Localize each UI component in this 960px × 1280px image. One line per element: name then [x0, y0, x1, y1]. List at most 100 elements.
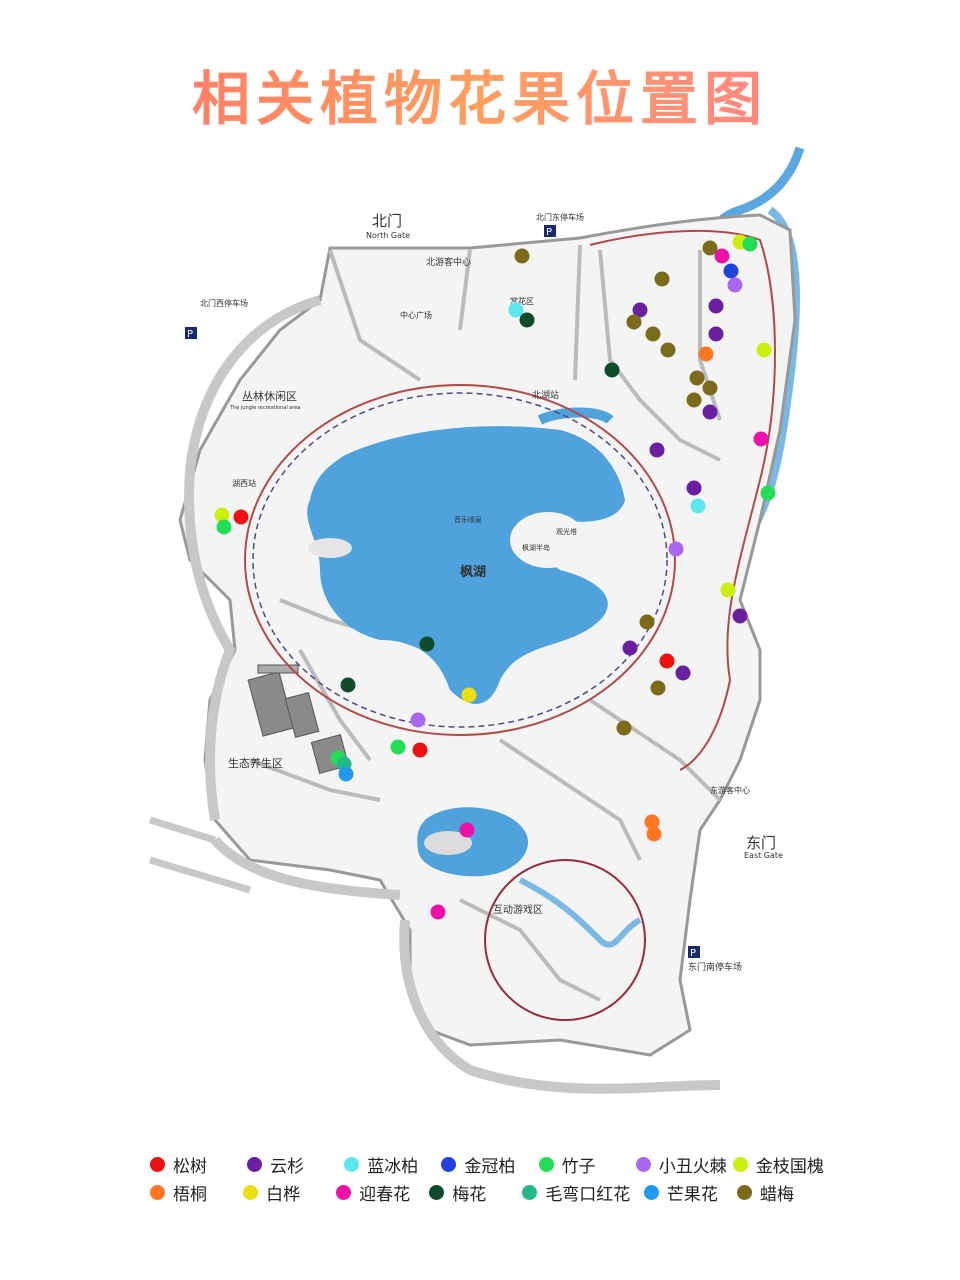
plant-marker[interactable] — [338, 766, 354, 782]
plant-marker[interactable] — [650, 680, 666, 696]
lake-loop-route — [244, 384, 676, 736]
legend-label: 金冠柏 — [464, 1156, 516, 1177]
peninsula-label: 枫湖半岛 — [522, 543, 550, 552]
plant-marker[interactable] — [708, 298, 724, 314]
legend-row: 梧桐 白桦 迎春花 梅花 毛弯口红花 芒果花 蜡梅 — [150, 1178, 830, 1206]
plant-marker[interactable] — [742, 236, 758, 252]
plant-marker[interactable] — [686, 392, 702, 408]
outer-road-south — [211, 836, 721, 1094]
lake-west-station-label: 湖西站 — [232, 478, 256, 488]
legend-swatch-firethorn — [635, 1156, 651, 1172]
plant-marker[interactable] — [702, 240, 718, 256]
plant-marker[interactable] — [756, 342, 772, 358]
north-gate-label: 北门 — [372, 212, 402, 230]
plant-marker[interactable] — [698, 346, 714, 362]
plant-marker[interactable] — [430, 904, 446, 920]
svg-text:P: P — [690, 948, 696, 959]
plant-marker[interactable] — [702, 380, 718, 396]
plant-marker[interactable] — [753, 431, 769, 447]
plant-marker[interactable] — [690, 498, 706, 514]
plant-marker[interactable] — [649, 442, 665, 458]
south-loop-route — [484, 859, 646, 1021]
legend-item: 金枝国槐 — [732, 1152, 830, 1177]
outer-road-west — [184, 295, 322, 821]
plant-marker[interactable] — [639, 614, 655, 630]
plant-marker[interactable] — [689, 370, 705, 386]
plant-marker[interactable] — [708, 326, 724, 342]
plant-marker[interactable] — [675, 665, 691, 681]
east-route — [589, 229, 776, 771]
legend-item: 金冠柏 — [441, 1152, 538, 1177]
plant-marker[interactable] — [760, 485, 776, 501]
plant-marker[interactable] — [514, 248, 530, 264]
plant-marker[interactable] — [419, 636, 435, 652]
plant-marker[interactable] — [616, 720, 632, 736]
legend-label: 梧桐 — [173, 1184, 207, 1205]
legend-item: 云杉 — [247, 1152, 344, 1177]
legend-item: 蓝冰柏 — [344, 1152, 441, 1177]
plant-marker[interactable] — [519, 312, 535, 328]
plant-marker[interactable] — [459, 822, 475, 838]
legend-item: 小丑火棘 — [635, 1152, 733, 1177]
plant-marker[interactable] — [646, 826, 662, 842]
plant-marker[interactable] — [645, 326, 661, 342]
plant-marker[interactable] — [604, 362, 620, 378]
plant-marker[interactable] — [686, 480, 702, 496]
legend-item: 梅花 — [429, 1180, 522, 1205]
plant-marker[interactable] — [632, 302, 648, 318]
legend-item: 毛弯口红花 — [522, 1180, 644, 1205]
fountain-label: 音乐喷泉 — [454, 515, 482, 524]
plant-marker[interactable] — [727, 277, 743, 293]
park-map[interactable]: P P P 北门 North Gate 东门 East Gate 北门东停车场 … — [0, 130, 960, 1130]
legend-swatch-jasmine — [336, 1184, 352, 1200]
north-gate-en-label: North Gate — [366, 231, 410, 240]
legend-swatch-golden-sophora — [732, 1156, 748, 1172]
legend-swatch-plum — [429, 1184, 445, 1200]
jungle-area-label: 丛林休闲区 — [242, 389, 297, 403]
plant-marker[interactable] — [732, 608, 748, 624]
plant-marker[interactable] — [340, 677, 356, 693]
plant-marker[interactable] — [461, 687, 477, 703]
plant-marker[interactable] — [720, 582, 736, 598]
lake-label: 枫湖 — [460, 564, 486, 580]
plant-marker[interactable] — [723, 263, 739, 279]
plant-marker[interactable] — [390, 739, 406, 755]
plant-marker[interactable] — [714, 248, 730, 264]
plant-marker[interactable] — [216, 519, 232, 535]
plant-marker[interactable] — [659, 653, 675, 669]
pond-island — [424, 831, 472, 855]
plant-marker[interactable] — [410, 712, 426, 728]
plant-marker[interactable] — [702, 404, 718, 420]
plant-marker[interactable] — [508, 302, 524, 318]
lake-fenghu — [307, 426, 625, 704]
parking-icon-east[interactable] — [688, 946, 700, 958]
plant-marker[interactable] — [233, 509, 249, 525]
legend-label: 白桦 — [266, 1184, 301, 1205]
legend-swatch-bamboo — [538, 1156, 554, 1172]
plant-marker[interactable] — [644, 814, 660, 830]
plant-marker[interactable] — [622, 640, 638, 656]
legend-swatch-pine — [150, 1156, 165, 1172]
plant-marker[interactable] — [626, 314, 642, 330]
legend-item: 迎春花 — [336, 1180, 429, 1205]
plant-marker[interactable] — [654, 271, 670, 287]
road-south-west — [148, 816, 252, 894]
plant-marker[interactable] — [668, 541, 684, 557]
legend-swatch-golden-cypress — [441, 1156, 457, 1172]
legend-label: 蓝冰柏 — [367, 1156, 419, 1177]
legend: 松树 云杉 蓝冰柏 金冠柏 竹子 小丑火棘 金枝国槐 梧桐 白桦 迎春花 梅花 … — [150, 1150, 830, 1206]
legend-label: 梅花 — [452, 1184, 487, 1205]
legend-row: 松树 云杉 蓝冰柏 金冠柏 竹子 小丑火棘 金枝国槐 — [150, 1150, 830, 1178]
north-visitor-center-label: 北游客中心 — [426, 256, 471, 268]
stream-south — [518, 877, 642, 948]
lake-inlet-ne — [537, 407, 614, 425]
lake-loop-route-inner — [252, 392, 668, 728]
legend-swatch-spruce — [247, 1156, 263, 1172]
plant-marker[interactable] — [412, 742, 428, 758]
plant-marker[interactable] — [660, 342, 676, 358]
plant-marker[interactable] — [214, 507, 230, 523]
parking-icon-west[interactable] — [185, 327, 197, 339]
north-west-parking-label: 北门西停车场 — [200, 298, 248, 308]
eco-health-area-label: 生态养生区 — [228, 756, 283, 770]
parking-icon[interactable] — [544, 225, 556, 237]
